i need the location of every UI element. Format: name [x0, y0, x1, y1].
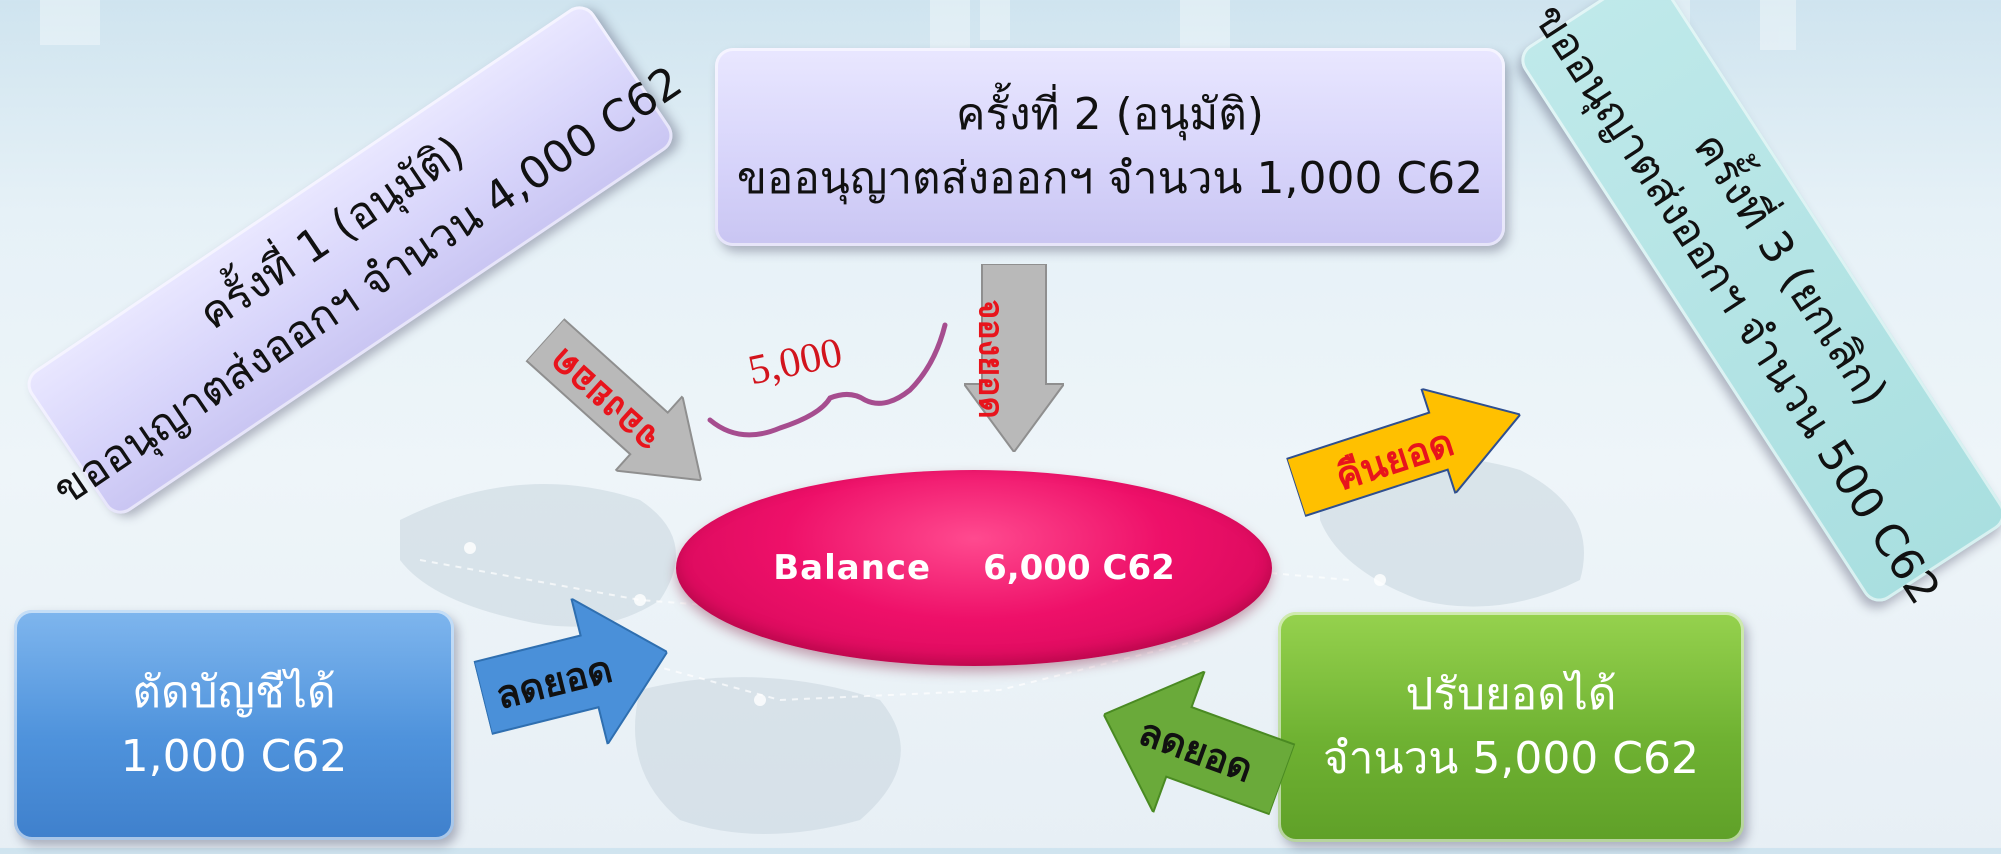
- reserve-arrow-left: จองยอด: [512, 303, 735, 518]
- balance-ellipse: Balance 6,000 C62: [676, 470, 1272, 666]
- total-brace: [707, 322, 948, 438]
- reduce-arrow-left: ลดยอด: [465, 579, 686, 771]
- adjust-amount: จำนวน 5,000 C62: [1323, 733, 1699, 784]
- reduce-arrow-right: ลดยอด: [1078, 644, 1308, 850]
- adjust-title: ปรับยอดได้: [1405, 669, 1617, 721]
- reduce-arrow-right-shape: [1102, 669, 1297, 816]
- return-arrow-shape: [1285, 387, 1522, 518]
- reserve-arrow-left-shape: [524, 317, 703, 482]
- request-1-box: ครั้งที่ 1 (อนุมัติ) ขออนุญาตส่งออกฯ จำน…: [20, 0, 691, 521]
- adjust-box: ปรับยอดได้ จำนวน 5,000 C62: [1278, 612, 1744, 842]
- reserve-arrow-top: จองยอด: [962, 263, 1066, 454]
- request-2-detail: ขออนุญาตส่งออกฯ จำนวน 1,000 C62: [736, 153, 1484, 204]
- writeoff-amount: 1,000 C62: [120, 731, 348, 782]
- reserve-arrow-top-shape: [962, 263, 1066, 454]
- balance-label: Balance: [773, 548, 932, 588]
- writeoff-title: ตัดบัญชีได้: [132, 667, 336, 719]
- request-2-title: ครั้งที่ 2 (อนุมัติ): [956, 89, 1264, 141]
- writeoff-box: ตัดบัญชีได้ 1,000 C62: [14, 610, 454, 840]
- reserve-arrow-top-label: จองยอด: [970, 299, 1011, 419]
- return-arrow: คืนยอด: [1279, 362, 1537, 540]
- request-3-box: ครั้งที่ 3 (ยกเลิก) ขออนุญาตส่งออกฯ จำนว…: [1514, 0, 2001, 613]
- request-3-detail: ขออนุญาตส่งออกฯ จำนวน 500 C62: [1523, 0, 1950, 614]
- request-2-box: ครั้งที่ 2 (อนุมัติ) ขออนุญาตส่งออกฯ จำน…: [715, 48, 1505, 246]
- reduce-arrow-left-shape: [472, 596, 669, 747]
- balance-value: 6,000 C62: [983, 548, 1175, 588]
